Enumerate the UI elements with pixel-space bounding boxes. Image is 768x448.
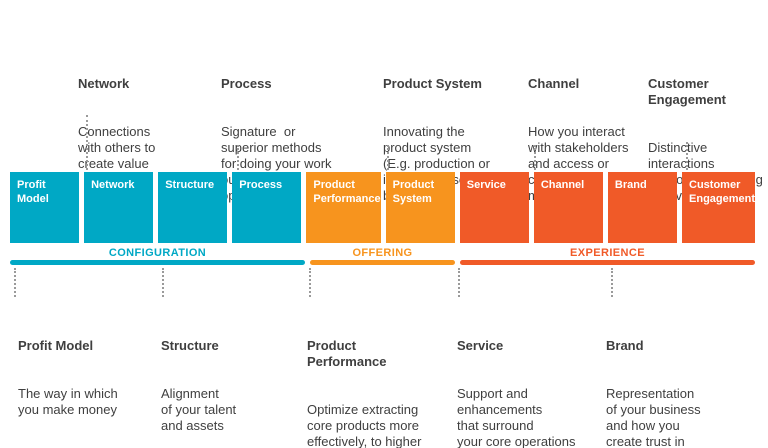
connector-profit-model [14,268,16,297]
section-label-configuration: CONFIGURATION [108,247,207,259]
note-service-heading: Service [457,338,504,353]
note-product-performance-heading: Product Performance [307,338,387,369]
note-product-performance-body: Optimize extracting core products more e… [307,402,422,448]
section-bar-configuration [10,260,305,265]
connector-product-performance [309,268,311,297]
connector-structure [162,268,164,297]
note-service: Service Support and enhancements that su… [457,306,576,448]
section-bar-offering [310,260,455,265]
block-brand: Brand [607,172,678,243]
note-product-performance: Product Performance Optimize extracting … [307,306,421,448]
section-label-experience: EXPERIENCE [570,247,645,259]
block-profit-model: Profit Model [10,172,80,243]
note-brand-heading: Brand [606,338,644,353]
note-product-system-heading: Product System [383,76,482,91]
connector-customer-engagement [686,142,688,170]
note-structure-body: Alignment of your talent and assets [161,386,237,433]
connector-brand [611,268,613,297]
block-channel: Channel [533,172,603,243]
innovation-band: Profit Model Network Structure Process P… [10,172,756,243]
section-bar-experience [460,260,755,265]
note-profit-model-body: The way in which you make money [18,386,118,417]
block-structure: Structure [158,172,228,243]
note-profit-model-heading: Profit Model [18,338,94,353]
block-customer-engagement: Customer Engagement [682,172,756,243]
section-label-offering: OFFERING [352,247,413,259]
block-network: Network [84,172,154,243]
note-network-body: Connections with others to create value [78,124,156,171]
note-service-body: Support and enhancements that surround y… [457,386,576,448]
note-network: Network Connections with others to creat… [78,44,155,204]
block-process: Process [232,172,302,243]
connector-process [237,145,239,170]
note-structure: Structure Alignment of your talent and a… [161,306,236,448]
note-brand: Brand Representation of your business an… [606,306,701,448]
connector-service [458,268,460,297]
block-service: Service [459,172,529,243]
note-channel-heading: Channel [528,76,580,91]
block-product-performance: Product Performance [306,172,381,243]
connector-channel [534,145,536,170]
note-structure-heading: Structure [161,338,219,353]
connector-network [86,115,88,170]
note-process-heading: Process [221,76,272,91]
block-product-system: Product System [385,172,455,243]
connector-product-system [387,145,389,170]
note-network-heading: Network [78,76,130,91]
note-customer-engagement-heading: Customer Engagement [648,76,727,107]
note-brand-body: Representation of your business and how … [606,386,701,448]
note-profit-model: Profit Model The way in which you make m… [18,306,118,448]
